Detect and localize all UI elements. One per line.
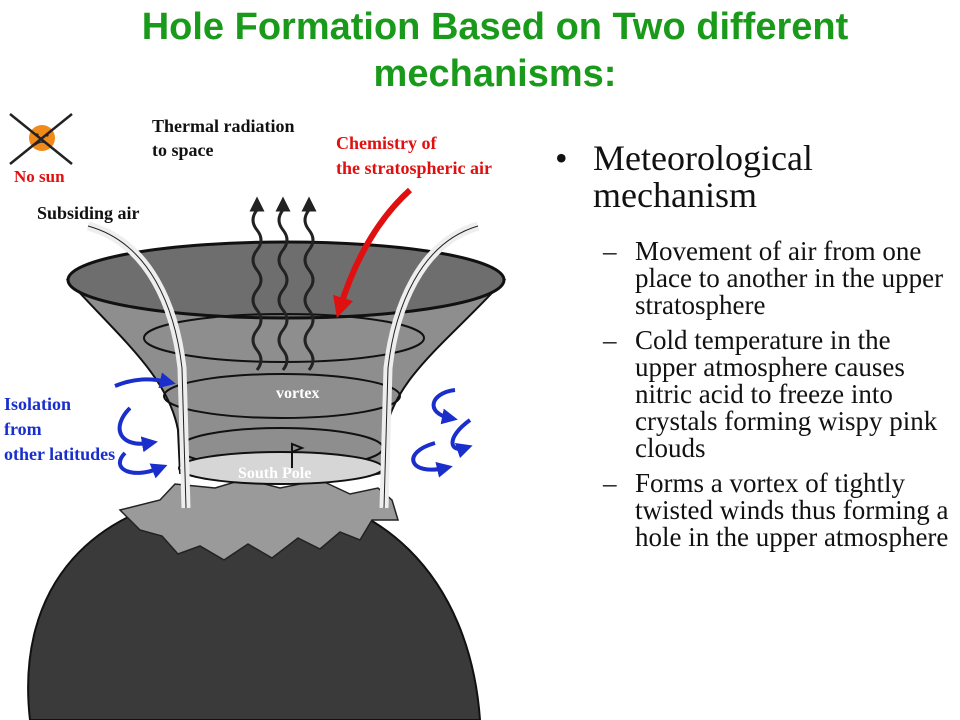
sub-bullet-item: – Movement of air from one place to anot… <box>603 238 955 319</box>
sub-bullet-item: – Cold temperature in the upper atmosphe… <box>603 327 955 462</box>
vortex-label: vortex <box>276 385 320 402</box>
sub-bullet-marker: – <box>603 325 617 355</box>
sub-bullet-marker: – <box>603 468 617 498</box>
bullet-text: Meteorological mechanism <box>593 138 813 215</box>
south-pole-flag <box>291 442 305 468</box>
chemistry-label-2: the stratospheric air <box>336 158 492 178</box>
thermal-label-2: to space <box>152 140 214 160</box>
isolation-arrow-left-2 <box>117 406 158 453</box>
bullet-item: • Meteorological mechanism <box>555 140 955 214</box>
isolation-arrow-right-1 <box>431 388 458 425</box>
isolation-arrow-left-1 <box>114 372 176 389</box>
vortex-ring-2 <box>163 373 401 419</box>
thermal-arrow-2 <box>275 196 291 371</box>
subsiding-air-label: Subsiding air <box>37 203 140 223</box>
bullet-marker: • <box>555 138 568 178</box>
no-sun-label: No sun <box>14 167 65 186</box>
isolation-arrow-right-2 <box>450 418 473 459</box>
no-sun-icon <box>9 113 73 165</box>
isolation-arrow-left-3 <box>117 451 168 479</box>
isolation-label-1: Isolation <box>4 394 71 414</box>
sub-bullet-item: – Forms a vortex of tightly twisted wind… <box>603 470 955 551</box>
sub-bullet-list: – Movement of air from one place to anot… <box>603 238 955 551</box>
sub-bullet-text: Cold temperature in the upper atmosphere… <box>635 325 938 463</box>
isolation-label-2: from <box>4 419 42 439</box>
sub-bullet-marker: – <box>603 236 617 266</box>
thermal-arrow-1 <box>249 196 265 371</box>
slide-title: Hole Formation Based on Two different me… <box>141 6 849 95</box>
thermal-arrow-3 <box>301 196 317 371</box>
chemistry-arrow <box>333 187 413 319</box>
ozone-hole-diagram: No sun Thermal radiation to space Chemis… <box>4 113 507 720</box>
sub-bullet-text: Forms a vortex of tightly twisted winds … <box>635 468 949 552</box>
isolation-arrow-right-3 <box>411 441 453 478</box>
sub-bullet-text: Movement of air from one place to anothe… <box>635 236 944 320</box>
isolation-label-3: other latitudes <box>4 444 115 464</box>
bullet-list: • Meteorological mechanism – Movement of… <box>555 140 955 559</box>
chemistry-label-1: Chemistry of <box>336 133 437 153</box>
thermal-label-1: Thermal radiation <box>152 116 295 136</box>
south-pole-label: South Pole <box>238 465 311 482</box>
